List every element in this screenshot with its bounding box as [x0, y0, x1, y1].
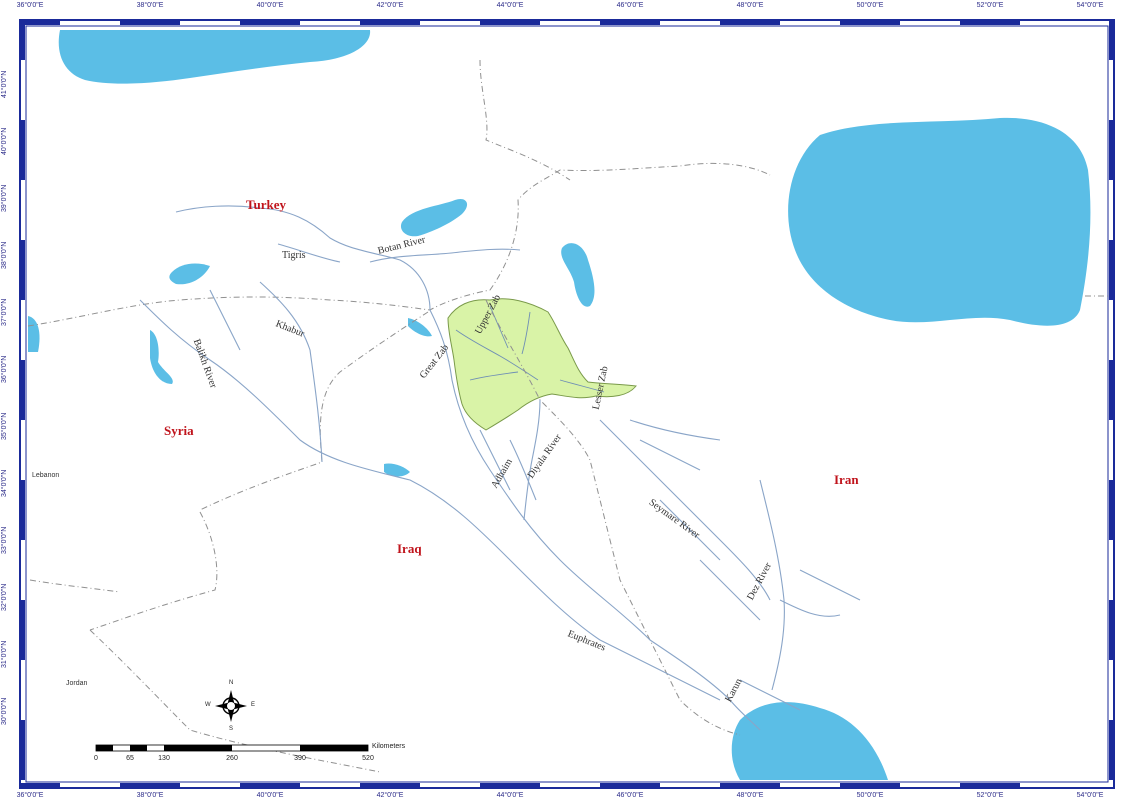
reservoir-ataturk: [169, 263, 210, 285]
country-label-syria: Syria: [164, 423, 194, 438]
lat-label: 38°0'0"N: [1, 241, 8, 269]
lon-label: 46°0'0"E: [616, 792, 644, 799]
study-basin: [447, 298, 637, 431]
lat-label: 37°0'0"N: [1, 298, 8, 326]
country-label-iraq: Iraq: [397, 541, 422, 556]
north-arrow: [215, 690, 247, 722]
lat-label: 41°0'0"N: [1, 70, 8, 98]
lat-label: 35°0'0"N: [1, 412, 8, 440]
scale-label: 130: [158, 755, 170, 762]
reservoir-mosul: [408, 318, 432, 337]
country-label-iran: Iran: [834, 472, 859, 487]
black-sea: [58, 30, 371, 84]
lon-label: 46°0'0"E: [616, 2, 644, 9]
map-frame: [19, 19, 1115, 789]
compass-e: E: [251, 702, 256, 708]
country-label-lebanon: Lebanon: [32, 472, 60, 479]
lon-label: 50°0'0"E: [856, 792, 884, 799]
scale-label: 520: [362, 755, 374, 762]
lon-label: 48°0'0"E: [736, 2, 764, 9]
country-label-turkey: Turkey: [246, 197, 286, 212]
scale-label: 260: [226, 755, 238, 762]
lake-van: [400, 198, 468, 237]
lon-label: 52°0'0"E: [976, 792, 1004, 799]
lon-label: 44°0'0"E: [496, 792, 524, 799]
country-label-jordan: Jordan: [66, 680, 88, 687]
lon-label: 40°0'0"E: [256, 2, 284, 9]
lon-label: 36°0'0"E: [16, 792, 44, 799]
lon-label: 40°0'0"E: [256, 792, 284, 799]
lon-label: 48°0'0"E: [736, 792, 764, 799]
basin-rivers: [455, 305, 605, 393]
lat-label: 30°0'0"N: [1, 697, 8, 725]
persian-gulf: [731, 702, 888, 780]
lon-label: 54°0'0"E: [1076, 792, 1104, 799]
lon-label: 44°0'0"E: [496, 2, 524, 9]
lat-label: 36°0'0"N: [1, 355, 8, 383]
lon-label: 52°0'0"E: [976, 2, 1004, 9]
scale-label: 0: [94, 755, 98, 762]
lat-label: 39°0'0"N: [1, 184, 8, 212]
compass-s: S: [229, 726, 234, 732]
scale-label: 65: [126, 755, 134, 762]
international-borders: [27, 59, 1110, 773]
lon-label: 42°0'0"E: [376, 792, 404, 799]
reservoir-assad: [150, 330, 173, 384]
lake-urmia: [561, 243, 595, 307]
rivers: [139, 205, 861, 731]
lat-label: 34°0'0"N: [1, 469, 8, 497]
lon-label: 50°0'0"E: [856, 2, 884, 9]
mediterranean-sea: [28, 316, 40, 352]
lat-label: 32°0'0"N: [1, 583, 8, 611]
lon-label: 54°0'0"E: [1076, 2, 1104, 9]
scale-bar: [95, 744, 369, 752]
lon-label: 38°0'0"E: [136, 2, 164, 9]
lat-label: 33°0'0"N: [1, 526, 8, 554]
scale-unit-label: Kilometers: [372, 743, 406, 750]
lat-label: 40°0'0"N: [1, 127, 8, 155]
compass-w: W: [205, 702, 211, 708]
caspian-sea: [788, 117, 1091, 326]
compass-n: N: [229, 680, 234, 686]
scale-label: 390: [294, 755, 306, 762]
lon-label: 42°0'0"E: [376, 2, 404, 9]
lon-label: 36°0'0"E: [16, 2, 44, 9]
lon-label: 38°0'0"E: [136, 792, 164, 799]
lake-tharthar: [384, 463, 410, 477]
river-label-tigris: Tigris: [282, 250, 306, 261]
lat-label: 31°0'0"N: [1, 640, 8, 668]
